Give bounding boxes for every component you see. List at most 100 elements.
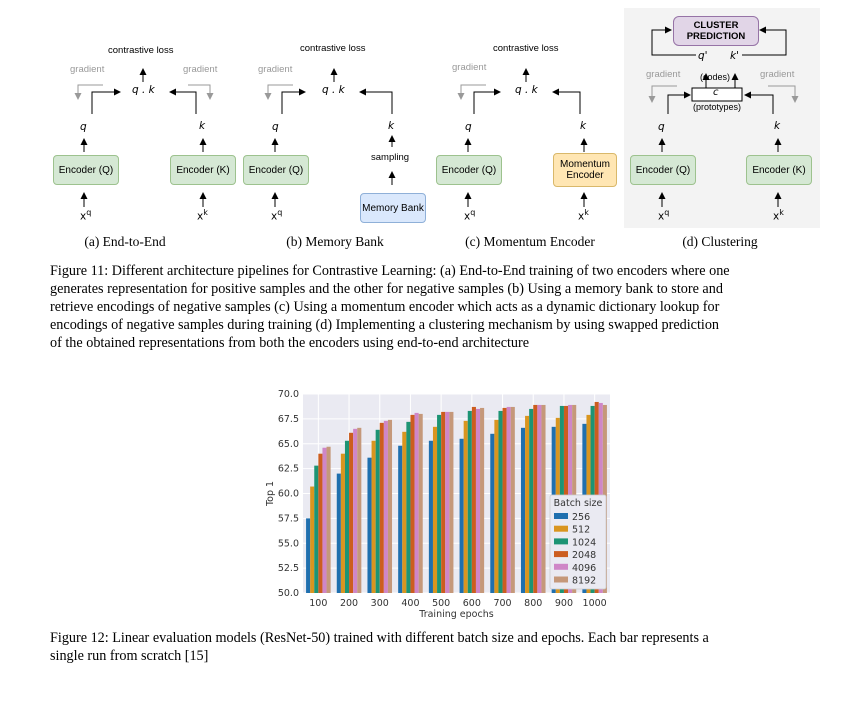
panel-d-encoder-k: Encoder (K) — [746, 155, 812, 185]
legend-swatch — [554, 538, 568, 545]
bar — [529, 408, 534, 593]
panel-c-dot-product: q . k — [515, 84, 538, 96]
legend-label: 8192 — [572, 576, 596, 587]
panel-a-gradient-right: gradient — [183, 64, 218, 75]
panel-c-subcaption: (c) Momentum Encoder — [465, 234, 595, 249]
figure11-caption: Figure 11: Different architecture pipeli… — [50, 262, 850, 352]
bar — [340, 453, 345, 593]
bar — [490, 433, 495, 593]
panel-c-gradient-left: gradient — [452, 62, 487, 73]
panel-b-subcaption: (b) Memory Bank — [286, 234, 384, 249]
panel-a-gradient-left: gradient — [70, 64, 105, 75]
legend-swatch — [554, 525, 568, 532]
panel-d-codes-label: (codes) — [700, 72, 731, 82]
bar — [459, 438, 464, 593]
bar — [306, 518, 311, 593]
panel-a-encoder-q: Encoder (Q) — [53, 155, 119, 185]
bar — [322, 447, 327, 593]
bar — [494, 419, 499, 593]
caption-line: single run from scratch [15] — [50, 648, 209, 664]
bar — [387, 419, 393, 593]
bar — [336, 473, 341, 593]
bar — [463, 420, 468, 593]
panel-a-q-label: q — [80, 121, 87, 133]
panel-a-encoder-k: Encoder (K) — [170, 155, 236, 185]
prototypes-box — [691, 87, 743, 102]
y-tick-label: 67.5 — [278, 414, 299, 425]
panel-a-dot-product: q . k — [132, 84, 155, 96]
panel-d-gradient-arrows — [648, 85, 799, 103]
bar — [432, 426, 438, 593]
panel-a-gradient-arrows — [74, 84, 214, 100]
legend-swatch — [554, 551, 568, 558]
bar — [510, 406, 515, 593]
bar — [357, 427, 362, 593]
x-tick-label: 800 — [524, 598, 542, 609]
legend-label: 256 — [572, 512, 590, 523]
y-tick-label: 60.0 — [278, 489, 299, 500]
x-tick-label: 900 — [555, 598, 573, 609]
bar — [537, 404, 542, 593]
x-tick-label: 600 — [463, 598, 481, 609]
legend-label: 2048 — [572, 550, 596, 561]
panel-d-subcaption: (d) Clustering — [682, 234, 758, 249]
panel-d-c-label: c — [713, 87, 719, 98]
bar — [498, 410, 503, 593]
bar — [379, 422, 384, 593]
panel-a-x-q: xq — [80, 208, 92, 223]
bar — [367, 457, 372, 593]
panel-c-x-q: xq — [464, 208, 476, 223]
panel-b-dot-product: q . k — [322, 84, 345, 96]
bar — [428, 440, 433, 593]
panel-d-k-prime: k' — [730, 50, 739, 62]
panel-a-loss-label: contrastive loss — [108, 45, 174, 56]
panel-b-k-label: k — [388, 120, 395, 132]
y-tick-label: 55.0 — [278, 538, 299, 549]
panel-d-encoder-q: Encoder (Q) — [630, 155, 696, 185]
caption-line: generates representation for positive sa… — [50, 281, 723, 297]
x-tick-label: 300 — [371, 598, 389, 609]
bar — [371, 440, 376, 593]
bar — [344, 440, 350, 593]
panel-b-loss-label: contrastive loss — [300, 43, 366, 54]
panel-b-arrows — [271, 68, 396, 207]
bar — [502, 407, 507, 593]
y-tick-label: 52.5 — [278, 563, 299, 574]
x-axis-label: Training epochs — [418, 609, 493, 620]
panel-d-arrows — [651, 26, 787, 207]
legend-label: 1024 — [572, 537, 596, 548]
bar — [437, 414, 442, 593]
bar — [375, 429, 380, 593]
bar — [471, 406, 476, 593]
caption-line: encodings of negative samples during tra… — [50, 317, 720, 333]
panel-a-arrows — [80, 68, 207, 207]
panel-d-gradient-right: gradient — [760, 69, 795, 80]
panel-c-momentum-encoder: Momentum Encoder — [553, 153, 617, 187]
y-axis-label: Top 1 — [265, 481, 276, 507]
legend-label: 512 — [572, 525, 590, 536]
x-tick-label: 700 — [493, 598, 511, 609]
x-tick-label: 400 — [401, 598, 419, 609]
panel-a-k-label: k — [199, 120, 206, 132]
panel-c-encoder-q: Encoder (Q) — [436, 155, 502, 185]
panel-b-sampling-label: sampling — [371, 152, 410, 163]
panel-c-k-label: k — [580, 120, 587, 132]
panel-b-gradient-left: gradient — [258, 64, 293, 75]
bar — [326, 446, 331, 593]
panel-d-q-label: q — [658, 121, 665, 133]
bar — [520, 427, 526, 593]
legend-title: Batch size — [554, 498, 603, 509]
bar — [349, 432, 354, 593]
bar — [480, 407, 485, 593]
panel-c-x-k: xk — [578, 208, 589, 223]
caption-line: of the obtained representations from bot… — [50, 335, 530, 351]
bar — [314, 465, 319, 593]
bar — [398, 445, 403, 593]
legend-swatch — [554, 563, 568, 570]
y-tick-label: 50.0 — [278, 588, 299, 599]
legend-swatch — [554, 513, 568, 519]
bar — [441, 411, 446, 593]
cluster-prediction-box: CLUSTER PREDICTION — [673, 16, 759, 46]
caption-line: retrieve encodings of negative samples (… — [50, 299, 720, 315]
bar — [449, 411, 454, 593]
